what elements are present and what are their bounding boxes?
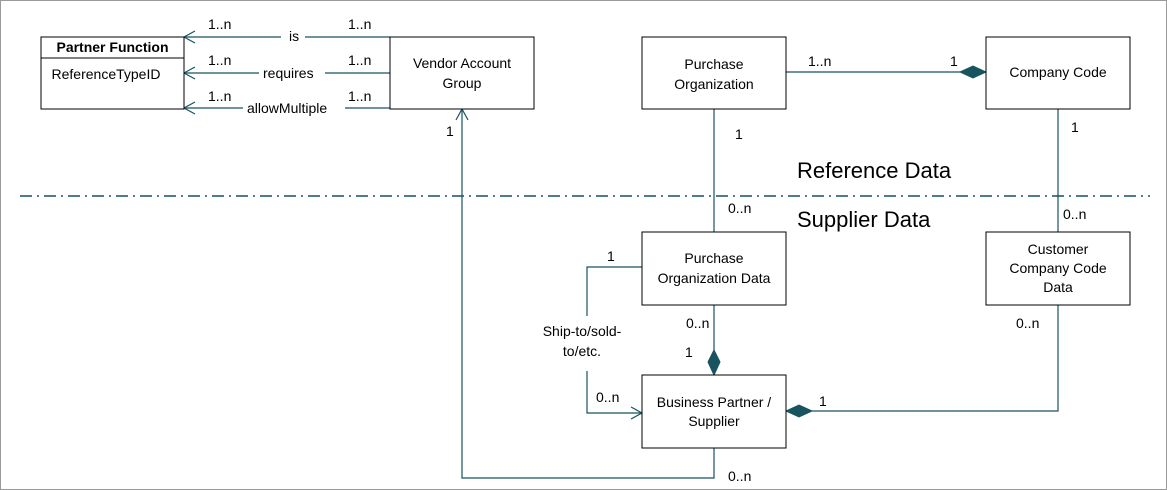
association-purchase-org-company-code: 1..n 1 xyxy=(786,53,988,79)
reference-data-label: Reference Data xyxy=(797,158,952,183)
vendor-account-group-line2: Group xyxy=(443,75,482,91)
association-is-label: is xyxy=(289,28,299,44)
association-company-code-data: 1 0..n xyxy=(1057,109,1086,232)
class-customer-company-code-data: Customer Company Code Data xyxy=(985,231,1131,306)
is-multiplicity-right: 1..n xyxy=(348,16,371,32)
business-partner-ccd-multiplicity: 1 xyxy=(819,393,827,409)
ship-to-pod-multiplicity: 1 xyxy=(607,248,615,264)
purchase-org-data-multiplicity: 0..n xyxy=(728,200,751,216)
association-is: is 1..n 1..n xyxy=(182,16,390,44)
purchase-organization-data-line2: Organization Data xyxy=(658,270,771,286)
purchase-organization-line1: Purchase xyxy=(684,56,743,72)
ccd-business-partner-multiplicity: 0..n xyxy=(1016,315,1039,331)
purchase-org-company-code-multiplicity: 1..n xyxy=(808,53,831,69)
business-partner-line2: Supplier xyxy=(688,413,740,429)
customer-company-code-data-line1: Customer xyxy=(1028,241,1089,257)
business-partner-pod-multiplicity: 1 xyxy=(685,344,693,360)
company-code-multiplicity: 1 xyxy=(1071,119,1079,135)
association-ship-to: Ship-to/sold- to/etc. 1 0..n xyxy=(543,248,644,420)
class-vendor-account-group: Vendor Account Group xyxy=(389,36,535,110)
pod-business-partner-multiplicity: 0..n xyxy=(686,315,709,331)
allow-multiple-multiplicity-right: 1..n xyxy=(348,88,371,104)
association-ccd-business-partner: 0..n 1 xyxy=(784,305,1059,418)
class-business-partner-supplier: Business Partner / Supplier xyxy=(641,374,787,449)
association-allow-multiple: allowMultiple 1..n 1..n xyxy=(182,88,390,116)
purchase-organization-line2: Organization xyxy=(674,76,753,92)
association-allow-multiple-label: allowMultiple xyxy=(247,100,327,116)
supplier-data-label: Supplier Data xyxy=(797,207,931,232)
ship-to-bp-multiplicity: 0..n xyxy=(596,389,619,405)
requires-multiplicity-right: 1..n xyxy=(348,52,371,68)
association-requires: requires 1..n 1..n xyxy=(182,52,390,81)
customer-company-code-data-line3: Data xyxy=(1043,279,1073,295)
association-purchase-org-data: 1 0..n xyxy=(713,109,751,232)
company-code-label: Company Code xyxy=(1009,64,1106,80)
class-partner-function: Partner Function ReferenceTypeID xyxy=(40,36,185,110)
association-pod-business-partner: 0..n 1 xyxy=(685,305,721,377)
vendor-group-multiplicity: 1 xyxy=(446,123,454,139)
vendor-account-group-line1: Vendor Account xyxy=(413,55,511,71)
company-code-purchase-org-multiplicity: 1 xyxy=(950,53,958,69)
business-partner-vendor-multiplicity: 0..n xyxy=(728,468,751,484)
association-requires-label: requires xyxy=(263,65,314,81)
ship-to-label-line1: Ship-to/sold- xyxy=(543,323,622,339)
purchase-organization-data-line1: Purchase xyxy=(684,250,743,266)
class-purchase-organization-data: Purchase Organization Data xyxy=(641,231,787,306)
allow-multiple-multiplicity-left: 1..n xyxy=(208,88,231,104)
class-company-code: Company Code xyxy=(985,36,1131,110)
class-purchase-organization: Purchase Organization xyxy=(641,36,787,110)
is-multiplicity-left: 1..n xyxy=(208,16,231,32)
business-partner-line1: Business Partner / xyxy=(657,394,771,410)
purchase-org-multiplicity: 1 xyxy=(735,126,743,142)
customer-company-code-data-line2: Company Code xyxy=(1009,260,1106,276)
requires-multiplicity-left: 1..n xyxy=(208,52,231,68)
association-vendor-group-business-partner: 1 0..n xyxy=(446,107,751,484)
partner-function-attribute: ReferenceTypeID xyxy=(52,66,161,82)
partner-function-title: Partner Function xyxy=(56,39,168,55)
ship-to-label-line2: to/etc. xyxy=(563,343,601,359)
customer-company-code-data-multiplicity: 0..n xyxy=(1063,206,1086,222)
